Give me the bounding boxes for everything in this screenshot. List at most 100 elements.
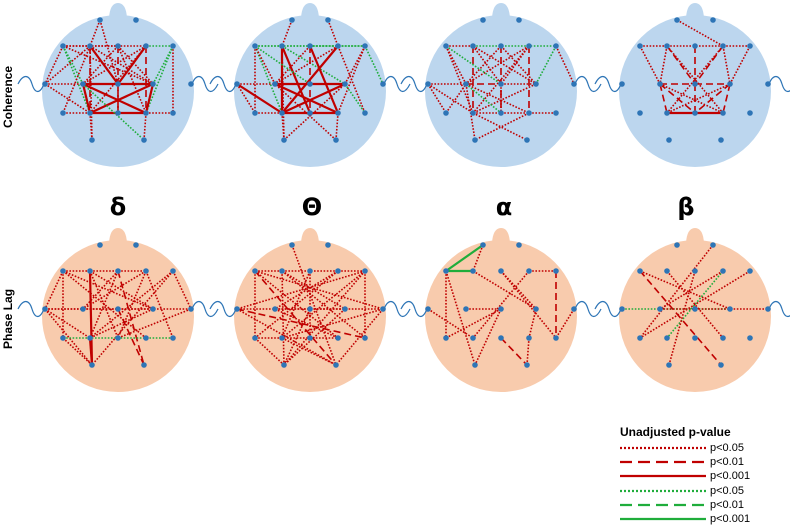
- nose: [109, 3, 127, 18]
- electrode-dot: [666, 362, 672, 368]
- electrode-dot: [289, 242, 295, 248]
- electrode-dot: [720, 110, 726, 116]
- connection-line: [281, 45, 339, 114]
- nose: [109, 228, 127, 243]
- electrode-dot: [553, 110, 559, 116]
- legend-label: p<0.05: [710, 442, 744, 454]
- connection-line: [236, 83, 256, 114]
- electrode-dot: [666, 137, 672, 143]
- connection-line: [117, 45, 154, 85]
- electrode-dot: [115, 81, 121, 87]
- electrode-dot: [747, 110, 753, 116]
- electrode-dot: [443, 43, 449, 49]
- electrode-dot: [362, 43, 368, 49]
- electrode-dot: [170, 335, 176, 341]
- legend-label: p<0.01: [710, 456, 744, 469]
- electrode-dot: [674, 17, 680, 23]
- connection-line: [500, 337, 528, 366]
- electrode-dot: [524, 137, 530, 143]
- electrode-dot: [188, 306, 194, 312]
- electrode-dot: [765, 81, 771, 87]
- connection-line: [472, 83, 537, 114]
- electrode-dot: [342, 306, 348, 312]
- electrode-dot: [526, 43, 532, 49]
- connection-line: [89, 308, 154, 339]
- connection-line: [274, 308, 339, 339]
- electrode-dot: [727, 306, 733, 312]
- electrode-dot: [150, 81, 156, 87]
- electrode-dot: [533, 306, 539, 312]
- electrode-dot: [425, 81, 431, 87]
- electrode-dot: [362, 110, 368, 116]
- connection-line: [281, 270, 311, 339]
- connection-line: [144, 83, 155, 114]
- electrode-dot: [498, 306, 504, 312]
- electrode-dot: [718, 137, 724, 143]
- connection-line: [335, 112, 339, 141]
- connection-line: [445, 45, 474, 114]
- electrode-dot: [42, 306, 48, 312]
- connection-line: [274, 270, 339, 310]
- electrode-dot: [342, 81, 348, 87]
- electrode-dot: [272, 81, 278, 87]
- head-map: [17, 228, 219, 392]
- electrode-dot: [498, 335, 504, 341]
- electrode-dot: [571, 306, 577, 312]
- band-label-beta: β: [677, 193, 695, 221]
- electrode-dot: [727, 81, 733, 87]
- electrode-dot: [747, 43, 753, 49]
- electrode-dot: [80, 306, 86, 312]
- connection-line: [254, 45, 283, 114]
- nose: [301, 3, 319, 18]
- left-ear-wave: [209, 300, 237, 318]
- connection-line: [729, 45, 751, 85]
- connection-line: [99, 19, 119, 85]
- electrode-dot: [480, 242, 486, 248]
- electrode-dot: [463, 306, 469, 312]
- connection-line: [500, 45, 530, 85]
- nose: [492, 228, 510, 243]
- connection-line: [82, 270, 147, 310]
- connection-line: [274, 45, 311, 85]
- connection-line: [281, 308, 384, 339]
- electrode-dot: [252, 43, 258, 49]
- electrode-dot: [692, 268, 698, 274]
- connection-line: [335, 308, 384, 366]
- connection-line: [465, 83, 502, 114]
- electrode-dot: [60, 110, 66, 116]
- electrode-dot: [252, 268, 258, 274]
- connection-line: [472, 112, 528, 141]
- electrode-dot: [362, 268, 368, 274]
- legend-item: p<0.001: [620, 513, 790, 527]
- electrode-dot: [307, 43, 313, 49]
- connection-line: [445, 270, 476, 366]
- electrode-dot: [674, 242, 680, 248]
- connection-line: [44, 270, 64, 310]
- connection-line: [254, 45, 311, 85]
- electrode-dot: [380, 81, 386, 87]
- electrode-dot: [637, 43, 643, 49]
- electrode-dot: [133, 17, 139, 23]
- head-map: [17, 3, 219, 167]
- electrode-dot: [664, 268, 670, 274]
- connection-line: [82, 270, 119, 310]
- connection-line: [666, 45, 696, 85]
- connection-line: [44, 83, 91, 114]
- electrode-dot: [170, 43, 176, 49]
- right-ear-wave: [574, 300, 602, 318]
- electrode-dot: [87, 110, 93, 116]
- connection-line: [145, 270, 174, 339]
- electrode-dot: [252, 110, 258, 116]
- electrode-dot: [141, 362, 147, 368]
- electrode-dot: [657, 306, 663, 312]
- connection-line: [327, 19, 339, 47]
- electrode-dot: [470, 268, 476, 274]
- legend-swatch: [620, 461, 706, 464]
- connection-line: [283, 270, 366, 366]
- connection-line: [526, 337, 530, 366]
- connection-line: [291, 244, 337, 366]
- band-label-alpha: α: [495, 193, 513, 221]
- electrode-dot: [60, 335, 66, 341]
- connection-line: [88, 337, 94, 366]
- connection-line: [364, 45, 384, 85]
